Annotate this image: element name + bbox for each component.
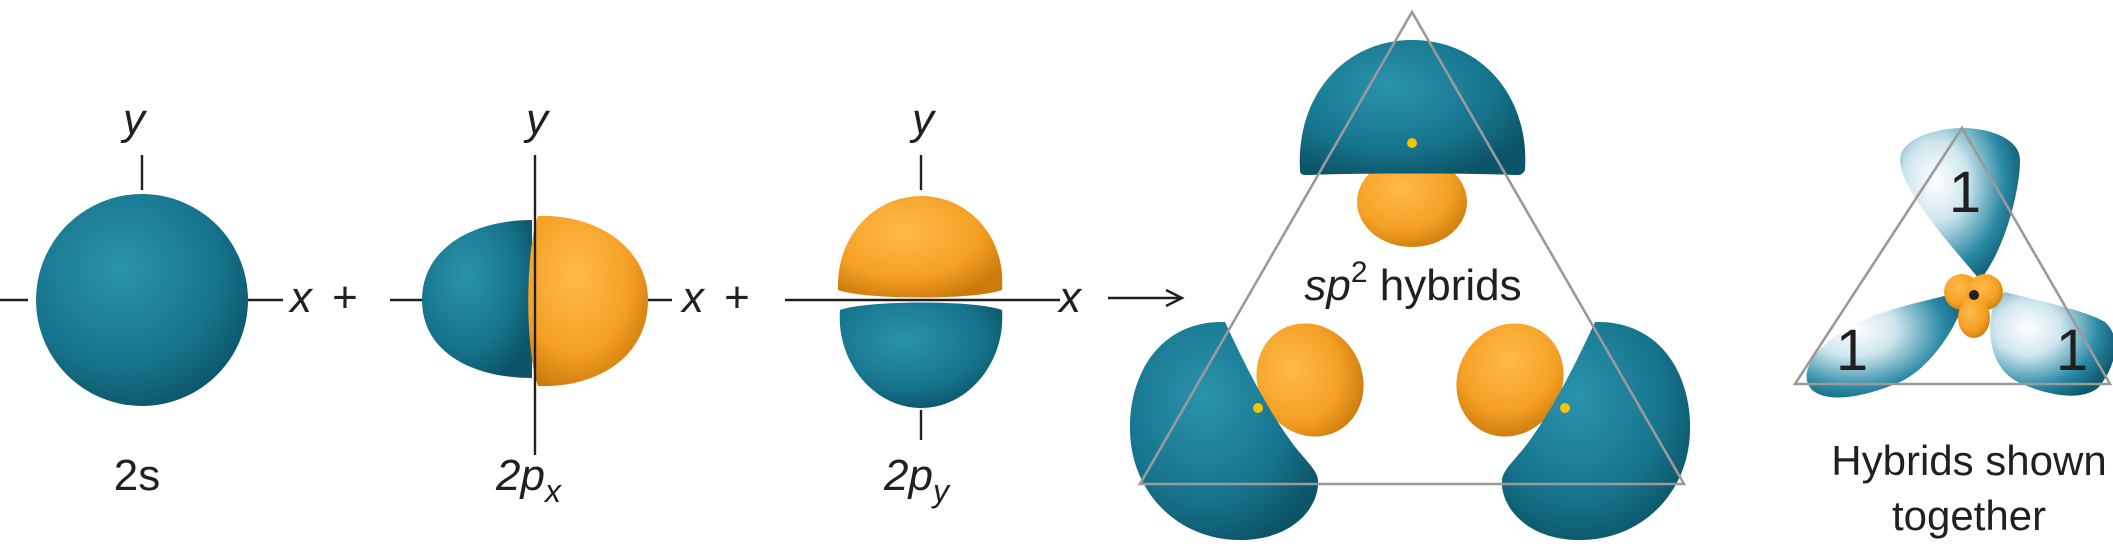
lobe-label-left: 1	[1836, 318, 1868, 383]
hybrid-small-lobe	[1357, 157, 1467, 247]
sp2-hybrids-separate: sp2 hybrids	[1129, 9, 1691, 540]
orbital-label-2s: 2s	[114, 451, 160, 500]
label-superscript: 2	[1351, 256, 1368, 289]
plus-sign: +	[332, 273, 358, 322]
arrow-icon	[1108, 288, 1185, 308]
plus-sign: +	[724, 273, 750, 322]
sp2-hybrids-label: sp2 hybrids	[1304, 256, 1521, 310]
px-lobe-negative	[422, 220, 532, 378]
py-lobe-positive	[837, 196, 1003, 298]
label-subscript: y	[931, 473, 951, 509]
py-lobe-negative	[839, 302, 1003, 408]
orbital-2px: y x 2px	[390, 95, 706, 509]
x-axis-label: x	[288, 273, 314, 322]
lobe-label-top: 1	[1949, 160, 1981, 225]
nucleus-dot	[1253, 403, 1263, 413]
hybrid-large-lobe	[1299, 40, 1526, 176]
orbital-2py: y x 2py	[785, 95, 1083, 509]
s-orbital-sphere	[36, 194, 248, 406]
label-rest: hybrids	[1368, 261, 1522, 310]
label-main: 2p	[495, 451, 545, 500]
px-lobe-positive	[528, 215, 648, 387]
small-lobe	[1958, 298, 1990, 338]
hybrid-large-lobe	[1501, 321, 1691, 540]
nucleus-dot	[1407, 138, 1417, 148]
orbital-2s: y x 2s	[0, 95, 314, 500]
caption-line-1: Hybrids shown	[1831, 437, 2106, 484]
y-axis-label: y	[523, 95, 551, 144]
label-main: sp	[1304, 261, 1350, 310]
hybrid-lobe-left	[1806, 292, 1965, 398]
hybrid-small-lobe	[1256, 323, 1364, 437]
hybrid-small-lobe	[1456, 323, 1564, 437]
label-subscript: x	[543, 473, 562, 509]
x-axis-label: x	[1057, 273, 1083, 322]
trigonal-triangle	[1137, 9, 1687, 486]
caption-line-2: together	[1892, 492, 2046, 539]
trigonal-triangle	[1792, 125, 2113, 386]
x-axis-label: x	[680, 273, 706, 322]
nucleus-dot	[1560, 403, 1570, 413]
y-axis-label: y	[120, 95, 148, 144]
orbital-label-2s-text: 2s	[114, 451, 160, 500]
hybrid-lobe-right	[1990, 292, 2113, 396]
label-main: 2p	[883, 451, 933, 500]
orbital-label-2px: 2px	[495, 451, 562, 509]
orbital-label-2py: 2py	[883, 451, 951, 509]
hybrid-lobe-top	[1900, 128, 2020, 280]
hybrid-large-lobe	[1129, 321, 1319, 540]
nucleus-dot	[1969, 290, 1979, 300]
lobe-label-right: 1	[2056, 318, 2088, 383]
y-axis-label: y	[909, 95, 937, 144]
hybrids-together: 1 1 1 Hybrids shown together	[1792, 125, 2113, 539]
